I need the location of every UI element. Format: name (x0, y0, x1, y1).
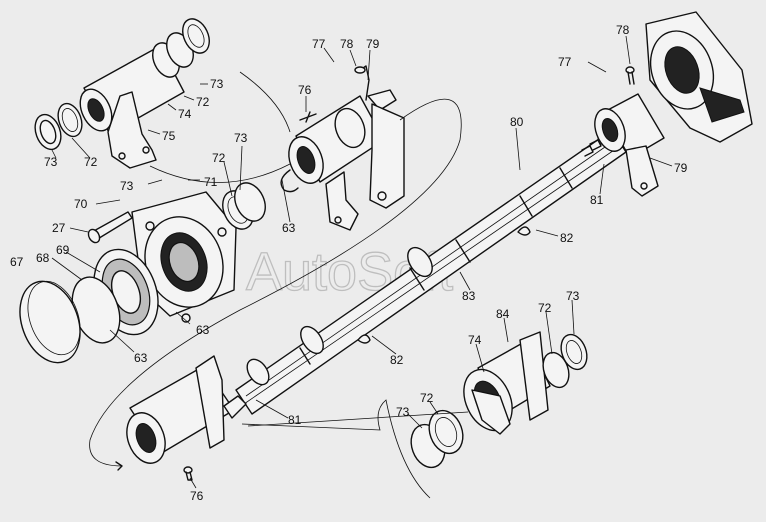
bearing-housing-70 (131, 191, 237, 323)
label-77: 77 (558, 55, 572, 69)
guide-arc-1 (149, 163, 291, 183)
label-74: 74 (178, 107, 192, 121)
label-68: 68 (36, 251, 50, 265)
yoke-right (645, 11, 753, 143)
bracket-assembly-top-left (34, 18, 210, 169)
ring-72-lower (428, 409, 464, 455)
label-72: 72 (538, 301, 552, 315)
label-81: 81 (590, 193, 604, 207)
bracket-84 (463, 331, 588, 435)
label-78: 78 (340, 37, 354, 51)
label-81: 81 (288, 413, 302, 427)
label-72: 72 (196, 95, 210, 109)
label-69: 69 (56, 243, 70, 257)
guide-arc-4 (241, 399, 431, 499)
bolt-78-right (625, 66, 635, 74)
label-73: 73 (210, 77, 224, 91)
label-71: 71 (204, 175, 218, 189)
bracket-79-right (594, 93, 665, 197)
label-74: 74 (468, 333, 482, 347)
label-73: 73 (234, 131, 248, 145)
label-76: 76 (190, 489, 204, 503)
label-75: 75 (162, 129, 176, 143)
label-82: 82 (560, 231, 574, 245)
label-83: 83 (462, 289, 476, 303)
bracket-81-lower (126, 355, 247, 464)
label-73: 73 (396, 405, 410, 419)
label-73: 73 (120, 179, 134, 193)
label-79: 79 (674, 161, 688, 175)
label-73: 73 (566, 289, 580, 303)
label-70: 70 (74, 197, 88, 211)
label-72: 72 (212, 151, 226, 165)
label-77: 77 (312, 37, 326, 51)
label-84: 84 (496, 307, 510, 321)
label-72: 72 (84, 155, 98, 169)
guide-arc-3 (89, 98, 462, 467)
leader-lines (51, 35, 673, 489)
guide-arc-2 (239, 71, 291, 133)
label-73: 73 (44, 155, 58, 169)
key-82-lower (357, 334, 371, 344)
bolt-76-lower (183, 466, 193, 474)
label-63: 63 (282, 221, 296, 235)
label-63: 63 (134, 351, 148, 365)
label-82: 82 (390, 353, 404, 367)
label-27: 27 (52, 221, 66, 235)
guide-line-5 (247, 411, 469, 427)
label-76: 76 (298, 83, 312, 97)
cap-67 (19, 280, 81, 364)
ring-73-mid (234, 182, 266, 222)
label-80: 80 (510, 115, 524, 129)
part-labels: 73 72 74 75 73 72 77 78 79 76 73 72 73 7… (10, 23, 688, 503)
label-78: 78 (616, 23, 630, 37)
label-79: 79 (366, 37, 380, 51)
bracket-79-middle (280, 89, 405, 231)
label-72: 72 (420, 391, 434, 405)
key-82-upper (517, 226, 531, 236)
label-63: 63 (196, 323, 210, 337)
label-67: 67 (10, 255, 24, 269)
